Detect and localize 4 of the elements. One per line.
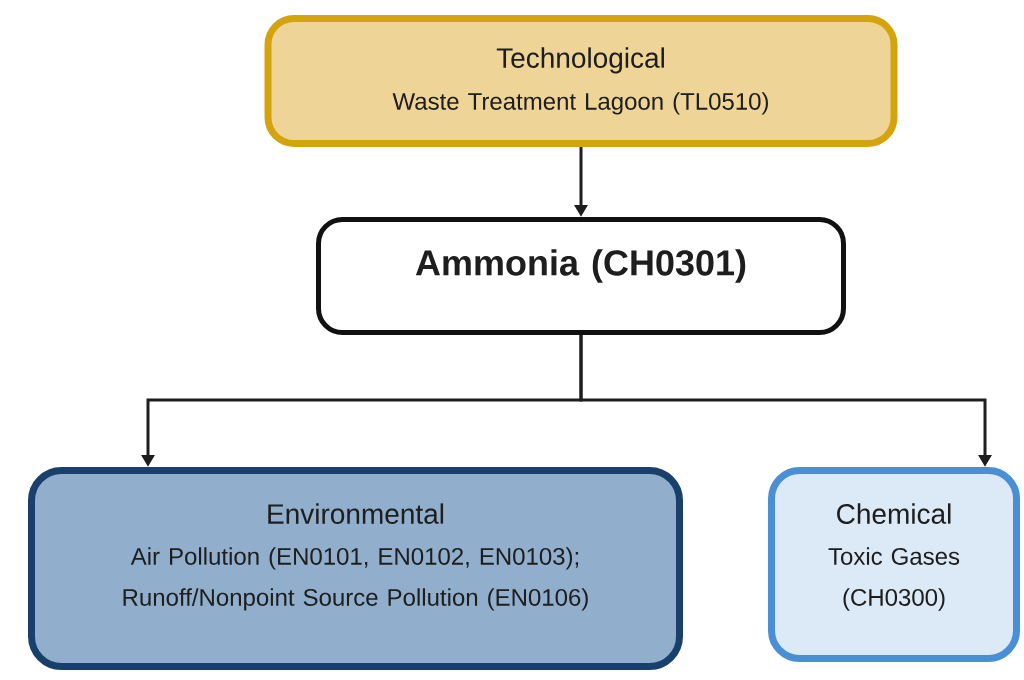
rounded-box: Environmental Air Pollution (EN0101, EN0102, EN0103); Runoff/Nonpoint Source Pollution (EN0106): [28, 467, 683, 670]
rounded-box: Ammonia (CH0301): [316, 217, 846, 335]
rounded-box: Chemical Toxic Gases (CH0300): [768, 467, 1020, 662]
rounded-box: Technological Waste Treatment Lagoon (TL0510): [264, 15, 898, 147]
